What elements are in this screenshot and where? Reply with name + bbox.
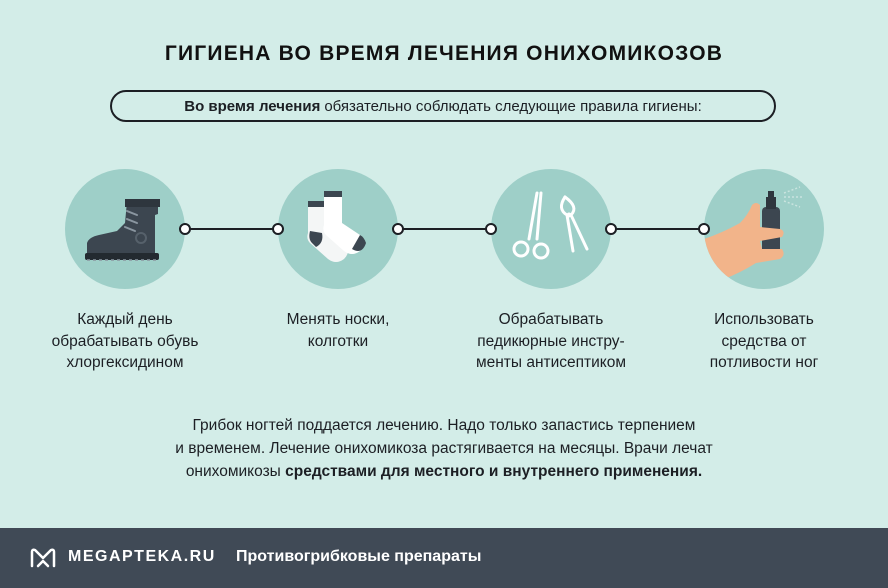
step-4-circle <box>704 169 824 289</box>
step-2-circle <box>278 169 398 289</box>
step-1-caption: Каждый день обрабатывать обувь хлоргекси… <box>51 311 199 371</box>
scissors-nippers-icon <box>512 191 589 260</box>
body-line-1: Грибок ногтей поддается лечению. Надо то… <box>192 417 696 434</box>
intro-bold: Во время лечения <box>184 97 321 115</box>
step-1-circle <box>65 169 185 289</box>
step-4-caption: Использовать средства от потливости ног <box>709 311 819 371</box>
page-title: ГИГИЕНА ВО ВРЕМЯ ЛЕЧЕНИЯ ОНИХОМИКОЗОВ <box>164 42 724 65</box>
boot-icon <box>85 199 160 261</box>
connector-1-2 <box>179 223 284 235</box>
intro-text: обязательно соблюдать следующие правила … <box>324 97 702 115</box>
body-line-3: онихомикозы средствами для местного и вн… <box>185 463 703 480</box>
step-3-caption: Обрабатывать педикюрные инстру- менты ан… <box>475 311 627 371</box>
footer-bar: MEGAPTEKA.RU Противогрибковые препараты <box>0 528 888 588</box>
step-3-circle <box>491 169 611 289</box>
body-line-2: и временем. Лечение онихомикоза растягив… <box>175 440 713 457</box>
spray-hand-icon <box>704 186 802 279</box>
body-paragraph: Грибок ногтей поддается лечению. Надо то… <box>0 414 888 483</box>
step-2-caption: Менять носки, колготки <box>286 311 390 350</box>
connector-3-4 <box>605 223 710 235</box>
socks-icon <box>307 191 366 262</box>
logo-icon <box>30 548 56 568</box>
section-link[interactable]: Противогрибковые препараты <box>236 548 482 565</box>
intro-banner: Во время лечения обязательно соблюдать с… <box>110 90 776 122</box>
connector-2-3 <box>392 223 497 235</box>
brand-link[interactable]: MEGAPTEKA.RU <box>68 548 216 565</box>
